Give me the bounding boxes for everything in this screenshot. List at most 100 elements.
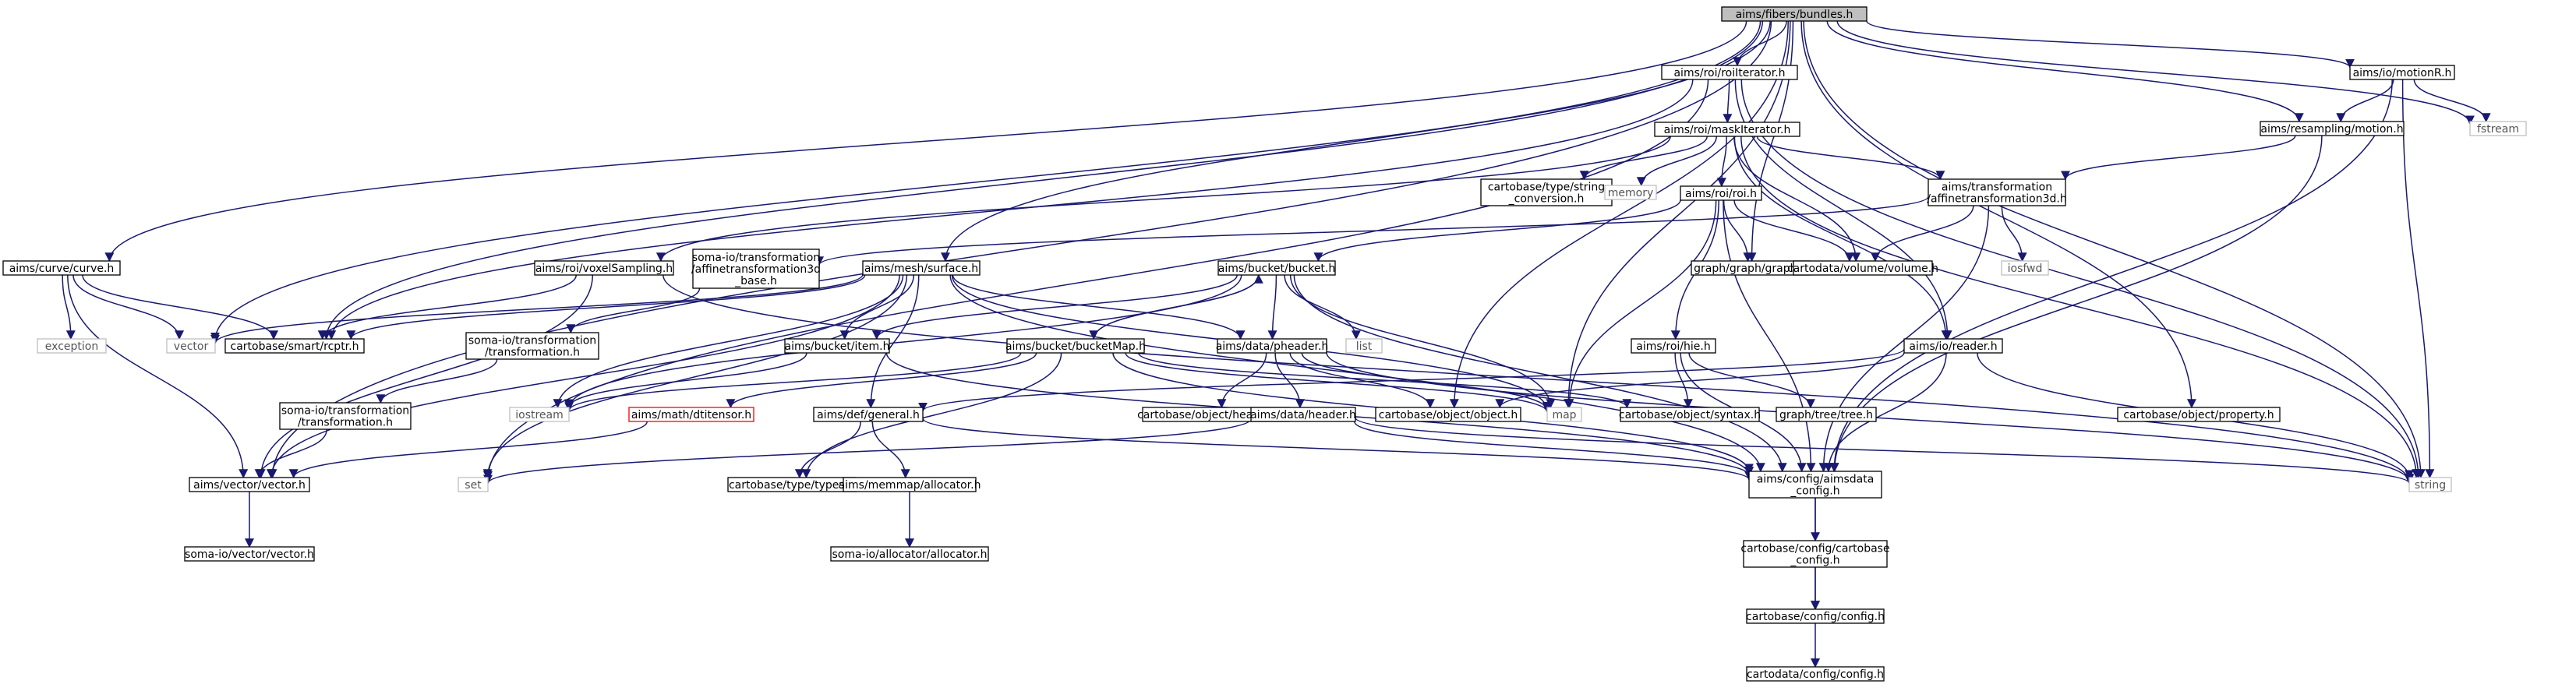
- nodes: aims/fibers/bundles.h aims/roi/roiIterato…: [2, 6, 2527, 682]
- node-somaVector[interactable]: soma-io/vector/vector.h: [184, 546, 315, 562]
- node-resampMotion-box: [2260, 121, 2405, 136]
- node-allocatorH-label: aims/memmap/allocator.h: [839, 479, 981, 492]
- edge-surface-to-aimsVector: [266, 274, 900, 479]
- edge-header-to-set: [483, 418, 1252, 485]
- node-bucketItem-label: aims/bucket/item.h: [785, 340, 890, 353]
- edge-root-to-motionR: [1866, 20, 2355, 69]
- node-roiIterator[interactable]: aims/roi/roiIterator.h: [1661, 65, 1798, 80]
- node-typeString-box: [1480, 178, 1613, 206]
- node-graph[interactable]: graph/graph/graph.h: [1691, 260, 1811, 276]
- node-somaAllocator[interactable]: soma-io/allocator/allocator.h: [830, 546, 989, 562]
- node-iosfwd-label: iosfwd: [2008, 263, 2043, 275]
- edge-header-to-string: [1355, 417, 2414, 485]
- node-pheader[interactable]: aims/data/pheader.h: [1216, 338, 1329, 354]
- node-volume-box: [1793, 260, 1933, 276]
- node-somaTransf2[interactable]: soma-io/transformation/transformation.h: [279, 402, 412, 430]
- node-root[interactable]: aims/fibers/bundles.h: [1721, 6, 1868, 22]
- edge-resampMotion-to-affine3d: [2061, 135, 2296, 181]
- edge-pheader-to-map: [1301, 352, 1552, 412]
- node-aimsVector[interactable]: aims/vector/vector.h: [189, 477, 310, 492]
- node-tree[interactable]: graph/tree/tree.h: [1776, 407, 1877, 422]
- node-aimsdataConfig[interactable]: aims/config/aimsdata_config.h: [1748, 471, 1882, 499]
- edge-maskIterator-to-reader: [1733, 136, 1951, 340]
- node-rcptr-label: cartobase/smart/rcptr.h: [231, 340, 359, 353]
- node-fstream-box: [2469, 121, 2527, 136]
- node-list-box: [1345, 338, 1383, 354]
- node-bucketItem[interactable]: aims/bucket/item.h: [784, 338, 890, 354]
- node-header[interactable]: aims/data/header.h: [1250, 407, 1356, 422]
- node-exception-label: exception: [45, 340, 98, 353]
- edge-motionR-to-fstream: [2413, 79, 2491, 123]
- node-list: list: [1345, 338, 1383, 354]
- node-cdConfig[interactable]: cartodata/config/config.h: [1746, 666, 1885, 682]
- node-cbConfig-box: [1746, 608, 1885, 624]
- node-exception: exception: [37, 338, 107, 354]
- node-somaTransf-label: /transformation.h: [485, 347, 580, 359]
- node-volume[interactable]: cartodata/volume/volume.h: [1787, 260, 1938, 276]
- node-voxelSampling-box: [534, 260, 674, 276]
- edge-root-to-curve: [104, 20, 1747, 263]
- node-curve-label: aims/curve/curve.h: [9, 263, 115, 275]
- node-defGeneral[interactable]: aims/def/general.h: [813, 407, 924, 422]
- node-object-label: cartobase/object/object.h: [1379, 409, 1518, 421]
- edge-bucket-to-bucketItem: [871, 274, 1238, 340]
- edge-reader-to-aimsdataConfig: [1823, 352, 1947, 473]
- node-maskIterator[interactable]: aims/roi/maskIterator.h: [1654, 122, 1800, 137]
- edge-roi-to-volume: [1733, 199, 1854, 263]
- node-fstream-label: fstream: [2477, 123, 2519, 136]
- node-affine3d-box: [1928, 178, 2066, 206]
- edge-pheader-to-object: [1289, 352, 1435, 409]
- node-typeString[interactable]: cartobase/type/string_conversion.h: [1480, 178, 1613, 206]
- node-dtitensor-label: aims/math/dtitensor.h: [631, 409, 751, 421]
- edge-reader-to-defGeneral: [918, 348, 1905, 412]
- node-aimsVector-box: [189, 477, 310, 492]
- edge-maskIterator-to-voxelSampling: [656, 136, 1671, 263]
- node-somaAffine[interactable]: soma-io/transformation/affinetransformat…: [691, 249, 821, 289]
- node-resampMotion[interactable]: aims/resampling/motion.h: [2260, 121, 2405, 136]
- edge-bucketMap-to-syntax: [1137, 352, 1632, 409]
- node-bucketMap[interactable]: aims/bucket/bucketMap.h: [1005, 338, 1146, 354]
- node-voxelSampling[interactable]: aims/roi/voxelSampling.h: [534, 260, 674, 276]
- node-cbConfig-label: cartobase/config/config.h: [1746, 611, 1885, 623]
- edge-bucketMap-to-iostream: [564, 352, 1022, 412]
- edge-surface-to-set: [482, 274, 908, 479]
- edge-somaTransf-to-somaTransf2: [376, 358, 498, 404]
- node-somaTransf-label: soma-io/transformation: [468, 335, 596, 347]
- node-somaTransf[interactable]: soma-io/transformation/transformation.h: [465, 332, 599, 360]
- node-dtitensor[interactable]: aims/math/dtitensor.h: [628, 407, 754, 422]
- node-surface[interactable]: aims/mesh/surface.h: [862, 260, 981, 276]
- edge-roi-to-graph: [1723, 199, 1753, 263]
- node-tree-label: graph/tree/tree.h: [1779, 409, 1873, 421]
- node-affine3d[interactable]: aims/transformation/affinetransformation…: [1927, 178, 2067, 206]
- edge-bucketItem-to-iostream: [564, 352, 807, 409]
- node-somaAffine-box: [692, 249, 820, 289]
- node-allocatorH[interactable]: aims/memmap/allocator.h: [839, 477, 981, 492]
- node-syntax[interactable]: cartobase/object/syntax.h: [1619, 407, 1761, 422]
- node-roi[interactable]: aims/roi/roi.h: [1680, 185, 1762, 201]
- edge-root-to-string: [1803, 20, 2426, 479]
- node-somaVector-label: soma-io/vector/vector.h: [185, 548, 314, 561]
- node-cbConfig[interactable]: cartobase/config/config.h: [1746, 608, 1885, 624]
- node-bucket[interactable]: aims/bucket/bucket.h: [1217, 260, 1336, 276]
- edge-pheader-to-header: [1274, 352, 1305, 409]
- node-reader[interactable]: aims/io/reader.h: [1903, 338, 2003, 354]
- edge-bucket-to-aimsdataConfig: [1293, 274, 1787, 473]
- node-somaAllocator-box: [830, 546, 989, 562]
- edge-somaAffine-to-somaTransf: [566, 287, 701, 334]
- edge-bucketMap-to-dtitensor: [726, 352, 1037, 409]
- edge-root-to-resampMotion: [1826, 20, 2304, 123]
- node-aimsdataConfig-label: aims/config/aimsdata: [1757, 474, 1875, 486]
- node-vectorStd-box: [166, 338, 216, 354]
- node-hie[interactable]: aims/roi/hie.h: [1631, 338, 1716, 354]
- node-property[interactable]: cartobase/object/property.h: [2117, 407, 2281, 422]
- edge-somaTransf2-to-aimsVector: [254, 428, 327, 479]
- edge-root-to-vectorStd: [210, 20, 1762, 342]
- node-object[interactable]: cartobase/object/object.h: [1375, 407, 1521, 422]
- node-motionR[interactable]: aims/io/motionR.h: [2349, 65, 2455, 80]
- node-curve[interactable]: aims/curve/curve.h: [2, 260, 121, 276]
- node-types[interactable]: cartobase/type/types.h: [727, 477, 857, 492]
- node-aimsdataConfig-label: _config.h: [1790, 485, 1839, 498]
- node-affine3d-label: /affinetransformation3d.h: [1927, 193, 2066, 206]
- node-rcptr[interactable]: cartobase/smart/rcptr.h: [224, 338, 365, 354]
- node-cbConfigCb[interactable]: cartobase/config/cartobase_config.h: [1740, 540, 1890, 568]
